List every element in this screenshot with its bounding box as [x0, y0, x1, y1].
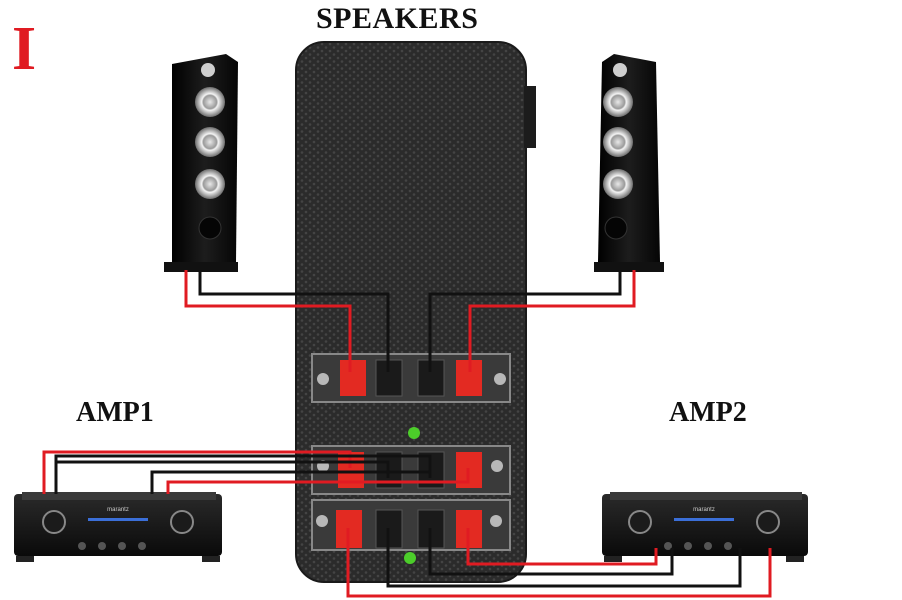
input-knob-icon[interactable]: [756, 510, 780, 534]
indicator-led-bottom: [404, 552, 416, 564]
control-knob-icon[interactable]: [98, 542, 106, 550]
control-knob-icon[interactable]: [684, 542, 692, 550]
amp2-left-positive-wire: [346, 528, 772, 598]
amp1-label: AMP1: [76, 397, 154, 428]
woofer-icon: [603, 87, 633, 117]
bass-port-icon: [198, 216, 222, 240]
amp2-brand-text: marantz: [693, 507, 715, 513]
control-knob-icon[interactable]: [704, 542, 712, 550]
woofer-icon: [195, 87, 225, 117]
side-switch[interactable]: [524, 86, 536, 148]
indicator-led-top: [408, 427, 420, 439]
amp2-amplifier: marantz: [602, 492, 808, 562]
amp2-left-negative-wire: [386, 528, 742, 588]
volume-knob-icon[interactable]: [628, 510, 652, 534]
speaker-output-terminal-panel: [311, 353, 511, 403]
amp1-brand-text: marantz: [107, 507, 129, 513]
left-tower-speaker: [164, 54, 238, 272]
woofer-icon: [603, 169, 633, 199]
panel-screw-icon: [490, 515, 502, 527]
amp2-input-terminal-panel: [311, 499, 511, 551]
left-speaker-negative-wire: [198, 270, 390, 372]
panel-screw-icon: [317, 373, 329, 385]
woofer-icon: [195, 127, 225, 157]
figure-index-letter: I: [12, 15, 37, 83]
tweeter-icon: [613, 63, 627, 77]
display-strip: [88, 518, 148, 521]
woofer-icon: [603, 127, 633, 157]
left-speaker-positive-wire: [184, 270, 352, 372]
control-knob-icon[interactable]: [664, 542, 672, 550]
panel-screw-icon: [494, 373, 506, 385]
volume-knob-icon[interactable]: [42, 510, 66, 534]
control-knob-icon[interactable]: [118, 542, 126, 550]
amp1-amplifier: marantz: [14, 492, 222, 562]
right-speaker-positive-wire: [468, 270, 636, 372]
bass-port-icon: [604, 216, 628, 240]
display-strip: [674, 518, 734, 521]
panel-screw-icon: [316, 515, 328, 527]
right-speaker-negative-wire: [428, 270, 622, 372]
panel-screw-icon: [491, 460, 503, 472]
control-knob-icon[interactable]: [724, 542, 732, 550]
speakers-title: SPEAKERS: [316, 2, 479, 35]
tweeter-icon: [201, 63, 215, 77]
right-tower-speaker: [594, 54, 664, 272]
wiring: [42, 270, 772, 598]
amp2-right-positive-wire: [466, 528, 658, 566]
amp1-right-positive-wire: [166, 468, 470, 494]
amp1-top-link-negative-wire: [54, 454, 432, 466]
control-knob-icon[interactable]: [78, 542, 86, 550]
amp2-right-negative-wire: [428, 528, 674, 576]
woofer-icon: [195, 169, 225, 199]
input-knob-icon[interactable]: [170, 510, 194, 534]
speaker-a-positive-terminal[interactable]: [340, 360, 366, 396]
amp1-left-negative-wire: [54, 460, 390, 494]
control-knob-icon[interactable]: [138, 542, 146, 550]
amp2-label: AMP2: [669, 397, 747, 428]
amp1-left-positive-wire: [42, 450, 352, 494]
